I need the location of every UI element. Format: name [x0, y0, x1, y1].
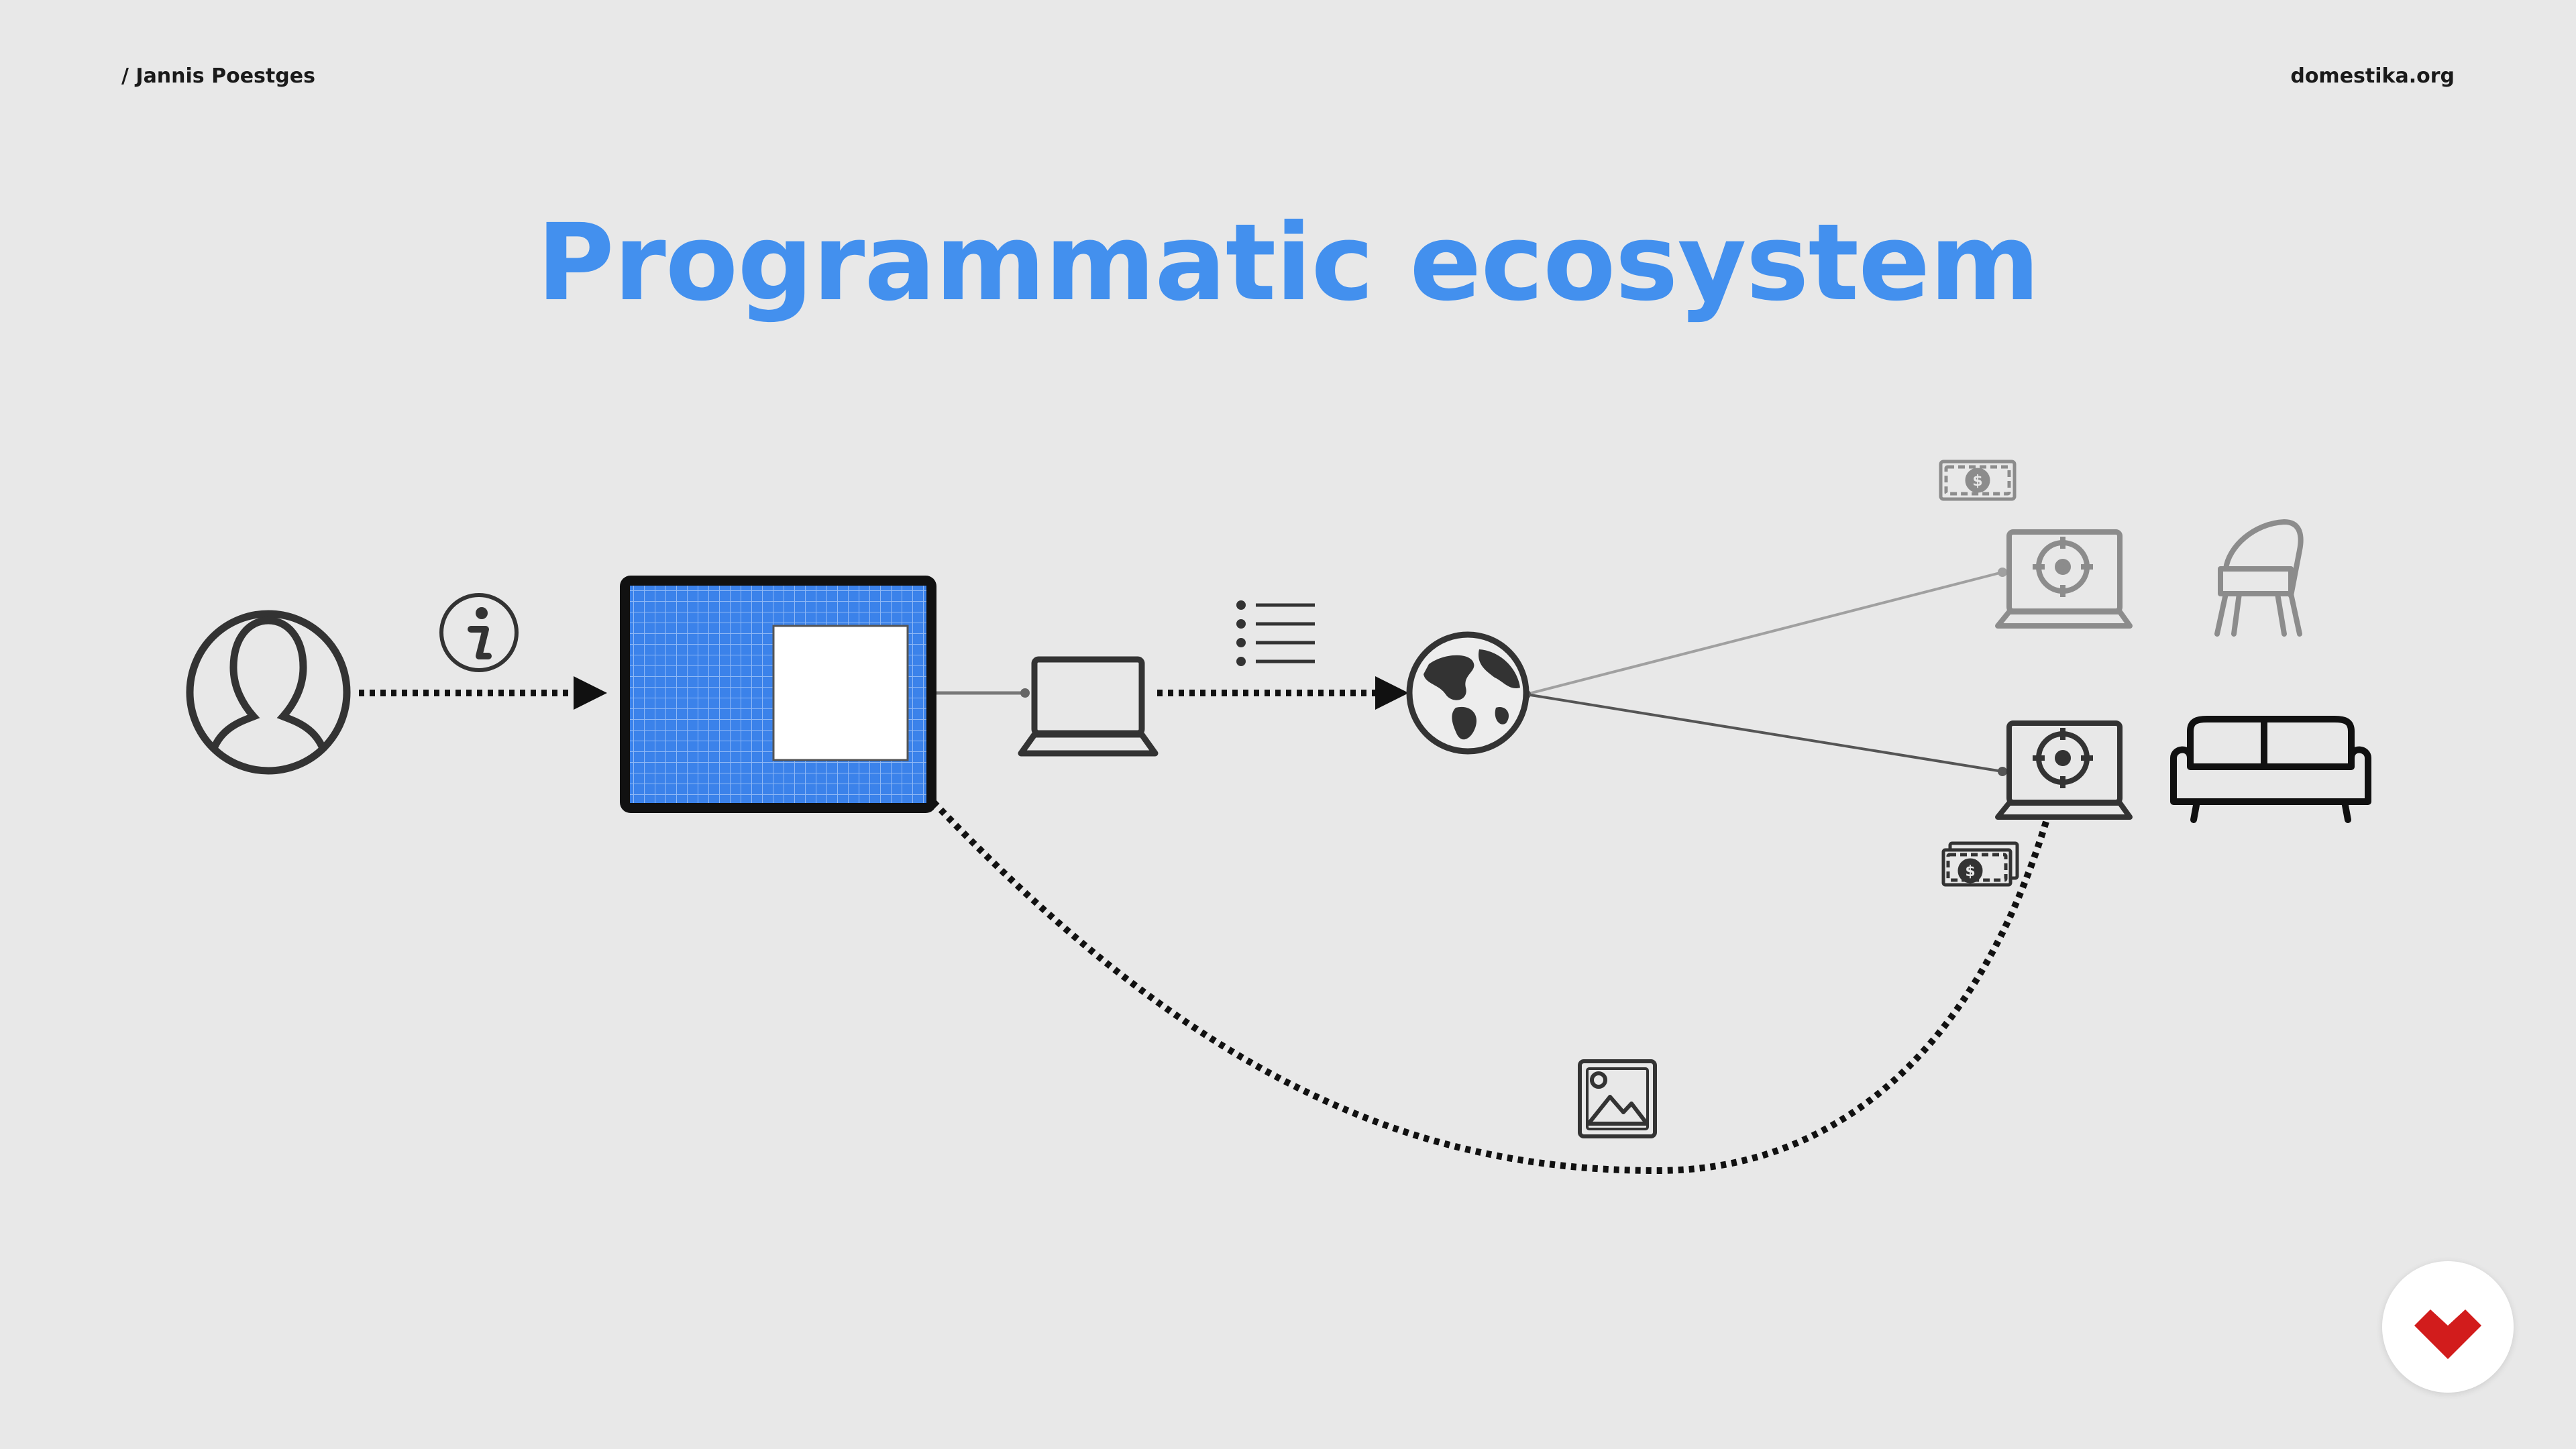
connector-globe-top-laptop: [1525, 571, 2003, 696]
website-screen-icon: [620, 576, 936, 813]
laptop-icon: [1018, 656, 1159, 757]
user-icon: [186, 610, 351, 775]
info-icon: [439, 593, 519, 672]
ad-slot-icon: [772, 625, 909, 761]
domestika-logo-badge[interactable]: [2382, 1261, 2514, 1393]
chair-icon: [2214, 519, 2304, 637]
svg-text:$: $: [1972, 473, 1982, 490]
domestika-logo-icon: [2414, 1309, 2481, 1359]
page-title: Programmatic ecosystem: [537, 201, 2040, 325]
site-name: domestika.org: [2290, 64, 2455, 88]
money-icon: $: [1939, 460, 2017, 501]
target-laptop-icon: [1995, 529, 2133, 629]
arrow-ad-back-to-website: [837, 696, 2049, 1175]
author-name: / Jannis Poestges: [121, 64, 315, 88]
sofa-icon: [2170, 716, 2371, 823]
image-icon: [1578, 1059, 1657, 1138]
globe-icon: [1406, 631, 1529, 755]
svg-text:$: $: [1965, 863, 1975, 880]
list-icon: [1236, 600, 1315, 666]
connector-globe-bottom-laptop: [1525, 693, 2003, 773]
money-icon: $: [1941, 841, 2019, 887]
target-laptop-icon: [1995, 720, 2133, 820]
